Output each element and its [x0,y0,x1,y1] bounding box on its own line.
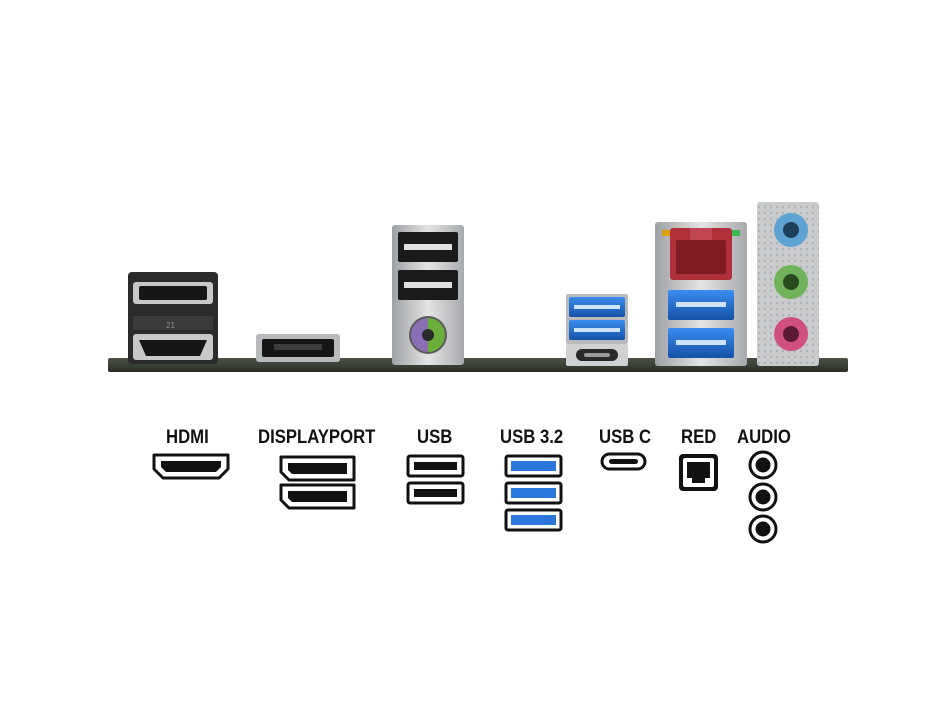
legend-label-displayport: DISPLAYPORT [258,427,376,448]
ethernet-icon [679,454,718,491]
hdmi-dp-stack: 21 [128,272,218,364]
usb32-usbc-stack [566,294,628,366]
legend-label-usb32: USB 3.2 [500,427,564,448]
usb-icon [406,481,465,505]
ethernet-usb32-stack [655,222,747,366]
audio-jack-stack [757,202,819,366]
usb32-icon [504,481,563,505]
audio-jack-icon [748,482,778,512]
legend-label-red: RED [681,427,717,448]
legend-label-usb: USB [417,427,453,448]
svg-text:21: 21 [166,321,175,330]
displayport-icon [279,455,356,482]
displayport-single [256,334,340,362]
usb32-icon [504,454,563,478]
usb-ps2-stack [392,225,464,365]
usb-icon [406,454,465,478]
audio-jack-icon [748,514,778,544]
usb32-icon [504,508,563,532]
hdmi-icon [152,453,230,480]
legend-label-hdmi: HDMI [166,427,209,448]
usb-c-icon [600,452,647,471]
legend-label-audio: AUDIO [737,427,791,448]
legend-label-usbc: USB C [599,427,652,448]
displayport-icon [279,483,356,510]
audio-jack-icon [748,450,778,480]
